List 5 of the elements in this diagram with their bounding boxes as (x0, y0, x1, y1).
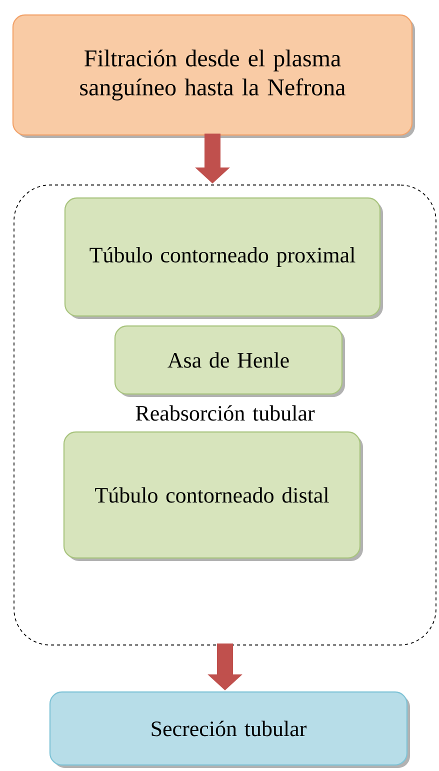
process-box: Túbulo contorneado distal (63, 431, 363, 561)
process-box: Asa de Henle (114, 325, 345, 397)
process-box: Túbulo contorneado proximal (64, 197, 383, 319)
process-box: Secreción tubular (49, 691, 410, 768)
process-box: Filtración desde el plasma sanguíneo hasta la Nefrona (12, 14, 415, 138)
